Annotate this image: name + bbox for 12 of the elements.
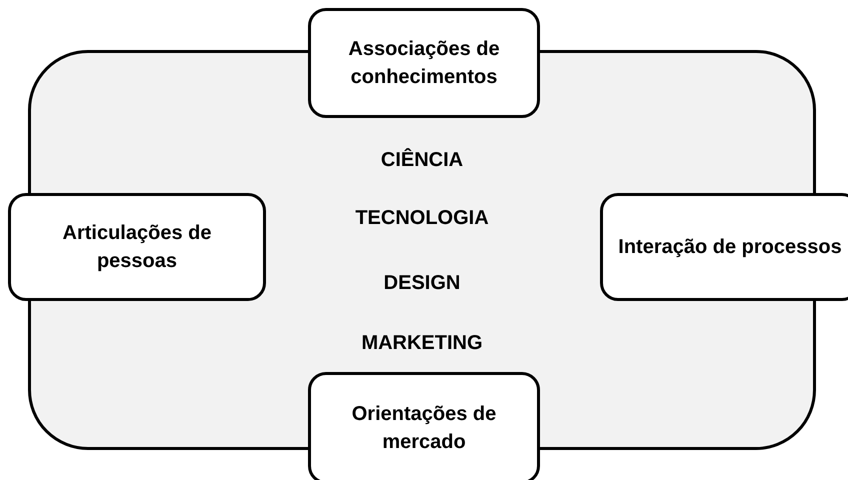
rounded-box xyxy=(308,372,540,480)
rounded-box xyxy=(600,193,848,301)
box-label: Interação de processos xyxy=(617,235,843,260)
rounded-box xyxy=(8,193,266,301)
keyword: CIÊNCIA xyxy=(380,148,464,172)
rounded-box xyxy=(308,8,540,118)
keyword: MARKETING xyxy=(361,331,483,355)
box-label: Associações de conhecimentos xyxy=(347,37,501,90)
box-label: Articulações de pessoas xyxy=(62,221,212,274)
box-label: Orientações de mercado xyxy=(350,402,498,455)
keyword: TECNOLOGIA xyxy=(355,206,489,230)
keyword: DESIGN xyxy=(384,271,460,295)
